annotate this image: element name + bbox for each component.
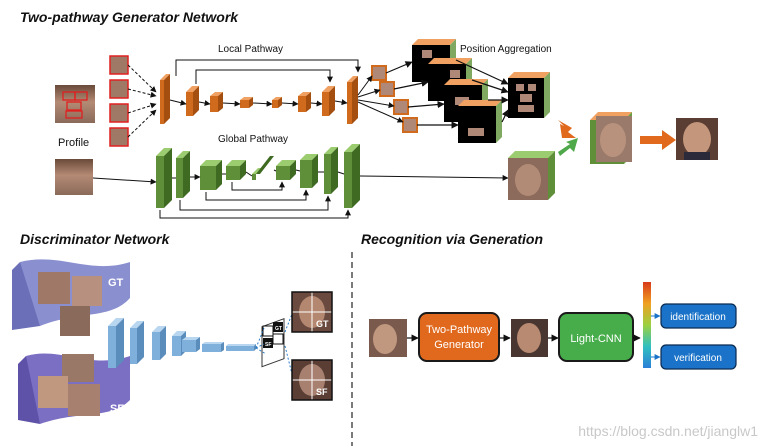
global-pathway-blocks: [156, 144, 360, 208]
profile-face-input: [55, 159, 93, 195]
feature-output-arrows: [651, 313, 661, 360]
light-cnn-box: Light-CNN: [558, 312, 634, 362]
verification-box: verification: [660, 344, 737, 370]
fused-feature-cube: [590, 112, 632, 164]
local-output-patches: [371, 65, 418, 133]
generator-section-title: Two-pathway Generator Network: [20, 9, 239, 25]
identification-box: identification: [660, 303, 737, 329]
discriminator-sf-output: SF: [291, 359, 333, 401]
generator-box-line2: Generator: [434, 339, 484, 351]
sf-output-label: SF: [316, 387, 328, 397]
two-pathway-generator-box: Two-Pathway Generator: [418, 312, 500, 362]
global-output-face: [508, 151, 555, 200]
global-pathway-label: Global Pathway: [218, 134, 288, 145]
position-aggregation-label: Position Aggregation: [460, 44, 552, 55]
gt-blob-label: GT: [108, 277, 124, 289]
recognition-frontal-face: [511, 319, 548, 357]
discriminator-dashed-links: [255, 313, 293, 375]
discriminator-section-title: Discriminator Network: [20, 231, 171, 247]
grid-cell-sf: SF: [265, 342, 271, 348]
frontal-output-face: [676, 118, 718, 160]
cnn-box-label: Light-CNN: [570, 333, 621, 345]
verification-label: verification: [674, 353, 722, 364]
grid-cell-gt: GT: [275, 326, 282, 332]
local-pathway-label: Local Pathway: [218, 44, 283, 55]
global-pathway-connections: [92, 169, 509, 219]
sf-face-blob: SF: [18, 353, 130, 424]
local-pathway-connections: [169, 59, 361, 107]
profile-label: Profile: [58, 137, 89, 149]
local-pathway-blocks: [160, 74, 358, 124]
gt-face-blob: GT: [12, 259, 130, 336]
identification-label: identification: [670, 312, 726, 323]
watermark: https://blog.csdn.net/jianglw1: [578, 423, 758, 439]
sf-blob-label: SF: [110, 403, 124, 415]
discriminator-blocks: [108, 318, 256, 368]
feature-vector-bar: [643, 282, 651, 368]
generator-box-line1: Two-Pathway: [426, 324, 493, 336]
position-aggregation-maps: [412, 39, 550, 143]
patch-dashed-arrows: [127, 64, 157, 138]
discriminator-gt-output: GT: [291, 291, 333, 333]
aggregation-arrows: [385, 59, 509, 129]
recognition-input-face: [369, 319, 407, 357]
recognition-section-title: Recognition via Generation: [361, 231, 543, 247]
discriminator-output-grid: GT SF: [261, 317, 285, 368]
profile-face-with-patches: [55, 85, 95, 123]
local-to-patches-arrows: [357, 75, 404, 123]
gt-output-label: GT: [316, 319, 329, 329]
patch-crops: [109, 55, 129, 147]
fusion-arrows: [558, 120, 676, 156]
